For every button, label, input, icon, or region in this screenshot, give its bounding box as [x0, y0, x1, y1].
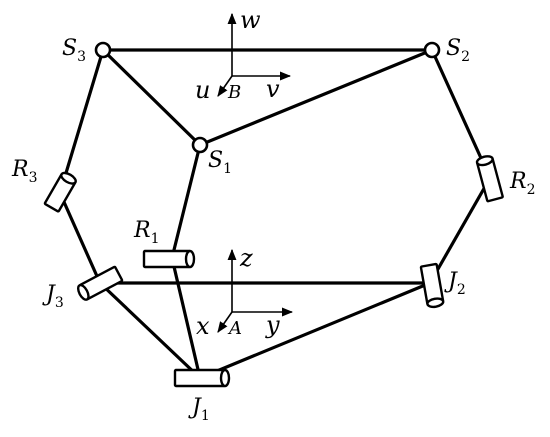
- joint-j1: [173, 368, 231, 388]
- axis-x: [217, 311, 233, 333]
- frame-b-origin-label: B: [227, 82, 241, 103]
- axis-x-label: x: [196, 312, 210, 340]
- link-j3-j1: [98, 281, 202, 380]
- label-r1: R1: [133, 218, 160, 247]
- label-s2: S2: [446, 36, 470, 65]
- joint-r1: [142, 249, 196, 269]
- axis-u: [217, 75, 233, 97]
- links: [58, 48, 492, 380]
- frame-a: z y x A: [196, 244, 294, 340]
- joint-r3: [43, 171, 77, 213]
- joint-j3: [76, 265, 124, 301]
- frame-a-origin-label: A: [227, 318, 242, 339]
- label-r3: R3: [11, 157, 38, 186]
- link-s3-s1: [101, 48, 202, 147]
- link-s3-r3: [58, 48, 105, 195]
- axis-v-label: v: [266, 75, 280, 103]
- label-s1: S1: [208, 148, 232, 177]
- link-j1-j2: [198, 281, 432, 380]
- axis-u-label: u: [195, 76, 210, 104]
- joint-s3: [94, 41, 112, 59]
- label-j3: J3: [42, 282, 64, 311]
- link-s1-r1-j1-lower: [170, 143, 202, 260]
- axis-w-label: w: [240, 6, 261, 34]
- joint-s1: [191, 136, 209, 154]
- link-r2-j2: [428, 176, 492, 285]
- link-r3-j3: [58, 191, 102, 285]
- joint-r2: [475, 155, 504, 203]
- frame-b: w v u B: [195, 6, 292, 104]
- axis-z-label: z: [239, 244, 253, 272]
- link-s2-r2: [430, 48, 492, 180]
- label-r2: R2: [509, 169, 536, 198]
- label-j1: J1: [188, 395, 210, 424]
- joint-j2: [419, 262, 445, 309]
- joint-s2: [423, 41, 441, 59]
- label-j2: J2: [444, 269, 466, 298]
- axis-y-label: y: [265, 311, 280, 339]
- link-s1-s2: [198, 48, 434, 147]
- link-r1-j1: [170, 256, 202, 380]
- label-s3: S3: [62, 36, 86, 65]
